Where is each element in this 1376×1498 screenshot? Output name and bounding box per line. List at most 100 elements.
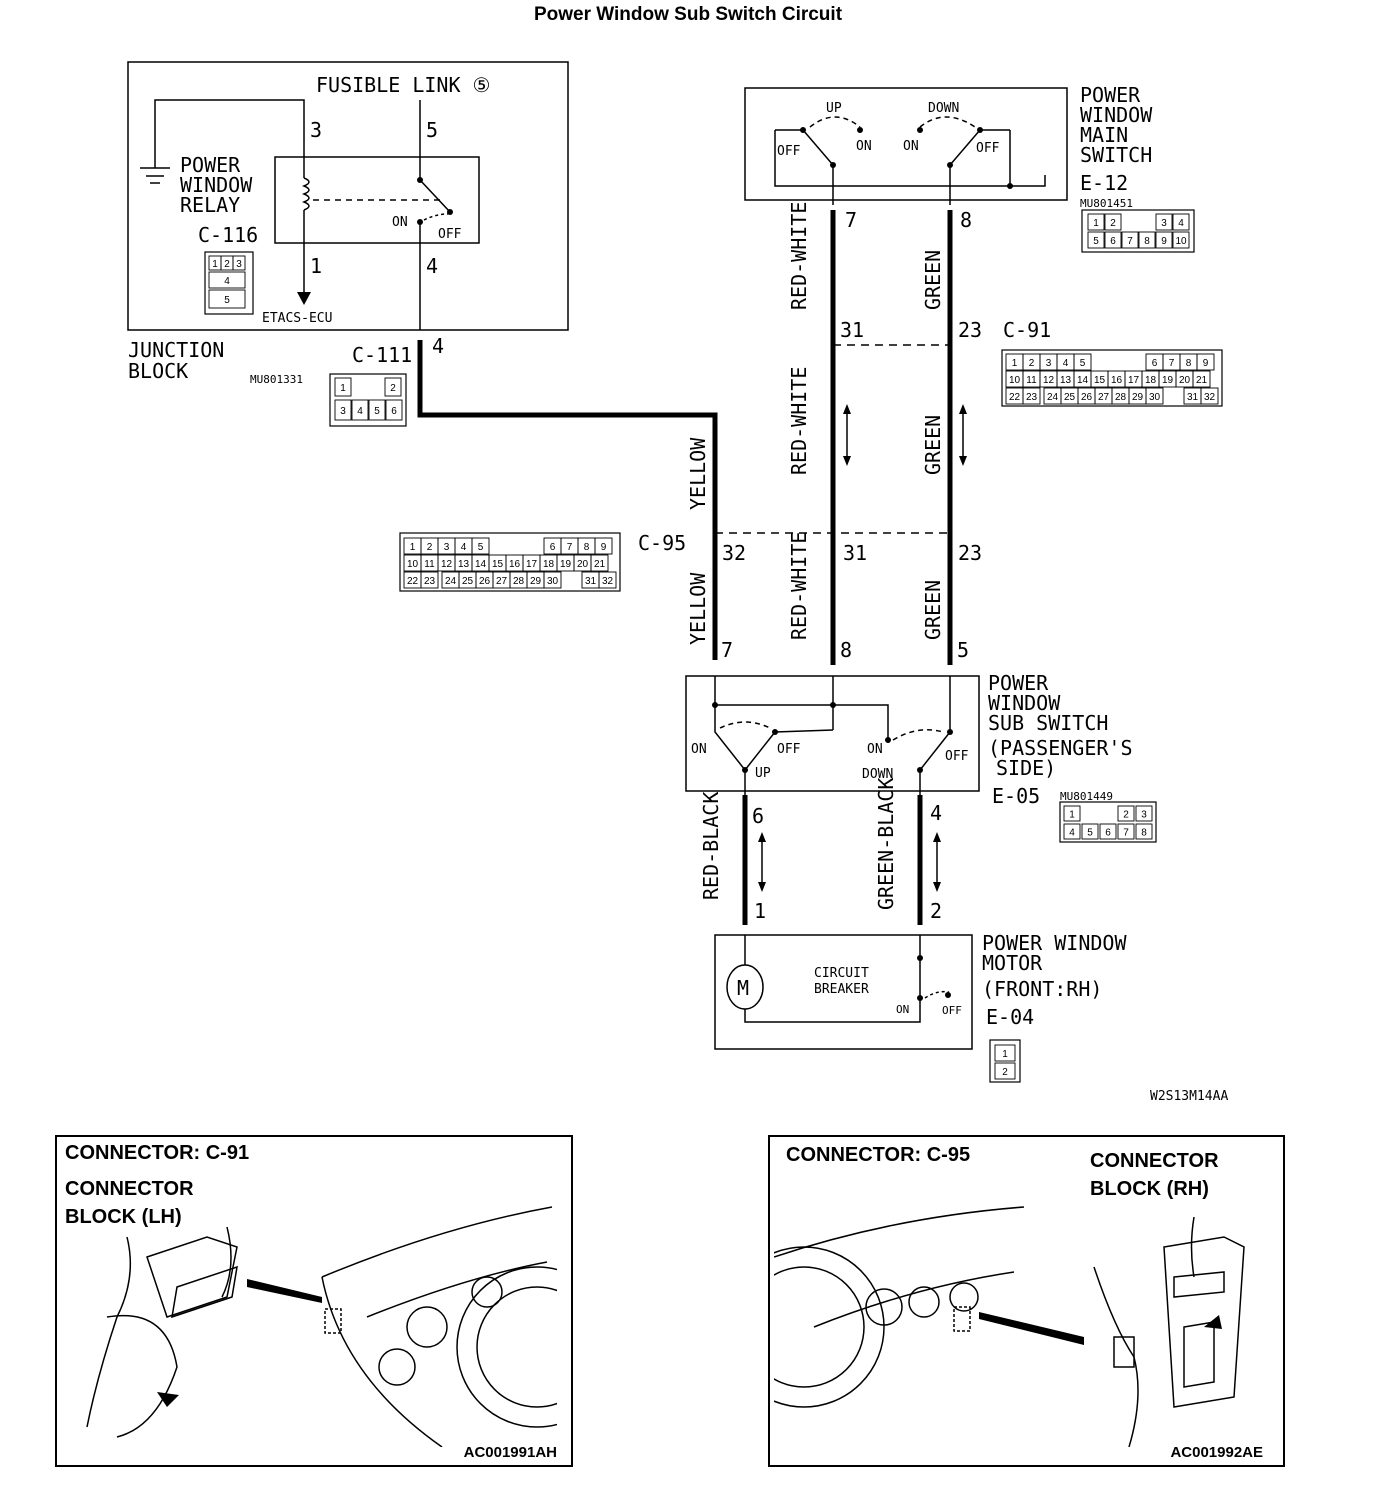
- e05-pin: 3: [1141, 810, 1147, 821]
- e12-pin: 2: [1110, 218, 1116, 229]
- panel-subtitle-c91: CONNECTOR BLOCK (LH): [65, 1178, 194, 1228]
- c116-cell: [208, 289, 246, 309]
- panel-code-c95: AC001992AE: [1170, 1444, 1263, 1461]
- main-down: DOWN: [928, 101, 959, 116]
- c91-cell: [1192, 370, 1211, 388]
- e12-cell: [1138, 231, 1156, 249]
- c111-cell: [385, 399, 403, 421]
- e12-pin: 10: [1175, 236, 1187, 247]
- main-on-right: ON: [903, 139, 919, 154]
- e05-cell: [1063, 805, 1081, 822]
- relay-connector: C-116: [198, 223, 258, 247]
- e05-pin: 7: [1123, 828, 1129, 839]
- e05-cell: [1135, 823, 1153, 840]
- c91-pin: 30: [1149, 392, 1161, 403]
- c91-pin-23: 23: [958, 318, 982, 342]
- c95-pin-31: 31: [843, 541, 867, 565]
- c95-connector-table: [399, 532, 621, 592]
- c91-label: C-91: [1003, 318, 1051, 342]
- dashboard-illustration-lh: [86, 1206, 557, 1447]
- c95-cell: [471, 537, 490, 555]
- diagram-title: Power Window Sub Switch Circuit: [533, 4, 843, 25]
- c95-pin: 24: [445, 576, 457, 587]
- e05-cell: [1117, 805, 1135, 822]
- pin-3: 3: [310, 118, 322, 142]
- c95-pin: 8: [584, 542, 590, 553]
- c91-pin: 25: [1064, 392, 1076, 403]
- fusible-link-label: FUSIBLE LINK ⑤: [316, 73, 490, 97]
- e05-pin: 6: [1105, 828, 1111, 839]
- motor-on: ON: [896, 1003, 909, 1016]
- relay-box: [274, 156, 480, 244]
- e05-pin: 2: [1123, 810, 1129, 821]
- c95-pin: 5: [478, 542, 484, 553]
- e12-cell: [1155, 231, 1173, 249]
- c95-cell: [598, 571, 617, 589]
- c111-pin: 4: [357, 406, 363, 417]
- e12-pin: 7: [1127, 236, 1133, 247]
- c91-pin: 11: [1026, 375, 1037, 386]
- c95-pin-32: 32: [722, 541, 746, 565]
- pin-1: 1: [310, 254, 322, 278]
- c91-pin: 27: [1098, 392, 1110, 403]
- e05-part-no: MU801449: [1060, 790, 1113, 803]
- pin-5: 5: [426, 118, 438, 142]
- sub-up: UP: [755, 766, 771, 781]
- c116-pin: 5: [224, 295, 230, 306]
- c95-pin: 1: [410, 542, 416, 553]
- c95-pin: 10: [407, 559, 419, 570]
- c116-pin: 1: [212, 259, 218, 270]
- e12-cell: [1172, 213, 1190, 231]
- c91-pin: 7: [1169, 358, 1175, 369]
- wire-green-3: GREEN: [921, 580, 945, 640]
- c111-cell: [384, 377, 402, 397]
- c91-pin: 28: [1115, 392, 1127, 403]
- pin-4-c111: 4: [432, 334, 444, 358]
- c95-pin: 19: [560, 559, 572, 570]
- e12-pin: 8: [1144, 236, 1150, 247]
- c95-pin: 22: [407, 576, 419, 587]
- c91-pin: 6: [1152, 358, 1158, 369]
- c91-pin: 1: [1012, 358, 1018, 369]
- c116-pin: 3: [236, 259, 242, 270]
- c95-pin: 18: [543, 559, 555, 570]
- c91-connector-table: [1001, 349, 1223, 407]
- c95-pin: 32: [602, 576, 614, 587]
- c91-pin: 8: [1186, 358, 1192, 369]
- e05-pin: 4: [1069, 828, 1075, 839]
- c111-cell: [334, 399, 352, 421]
- c95-pin: 15: [492, 559, 504, 570]
- e05-cell: [1099, 823, 1117, 840]
- c95-pin-23: 23: [958, 541, 982, 565]
- c91-pin: 22: [1009, 392, 1021, 403]
- e04-label: E-04: [986, 1005, 1034, 1029]
- e12-part-no: MU801451: [1080, 197, 1133, 210]
- main-pin-7: 7: [845, 208, 857, 232]
- main-off-left: OFF: [777, 144, 801, 159]
- c91-pin: 4: [1063, 358, 1069, 369]
- c91-pin: 29: [1132, 392, 1144, 403]
- motor-pin-1: 1: [754, 899, 766, 923]
- e12-pin: 1: [1093, 218, 1099, 229]
- c111-cell: [351, 399, 369, 421]
- c111-pin: 6: [391, 406, 397, 417]
- c111-pin: 3: [340, 406, 346, 417]
- c91-pin: 15: [1094, 375, 1106, 386]
- e05-connector-table: [1059, 801, 1157, 843]
- c95-pin: 2: [427, 542, 433, 553]
- c91-pin: 26: [1081, 392, 1093, 403]
- e12-cell: [1087, 231, 1105, 249]
- main-up: UP: [826, 101, 842, 116]
- e04-cell: [994, 1044, 1016, 1062]
- e05-cell: [1063, 823, 1081, 840]
- c111-pin: 1: [340, 383, 346, 394]
- c95-pin: 13: [458, 559, 470, 570]
- e12-connector-table: [1081, 209, 1195, 253]
- sub-pin-5: 5: [957, 638, 969, 662]
- sub-off-left: OFF: [777, 742, 801, 757]
- e12-cell: [1155, 213, 1173, 231]
- c91-pin: 5: [1080, 358, 1086, 369]
